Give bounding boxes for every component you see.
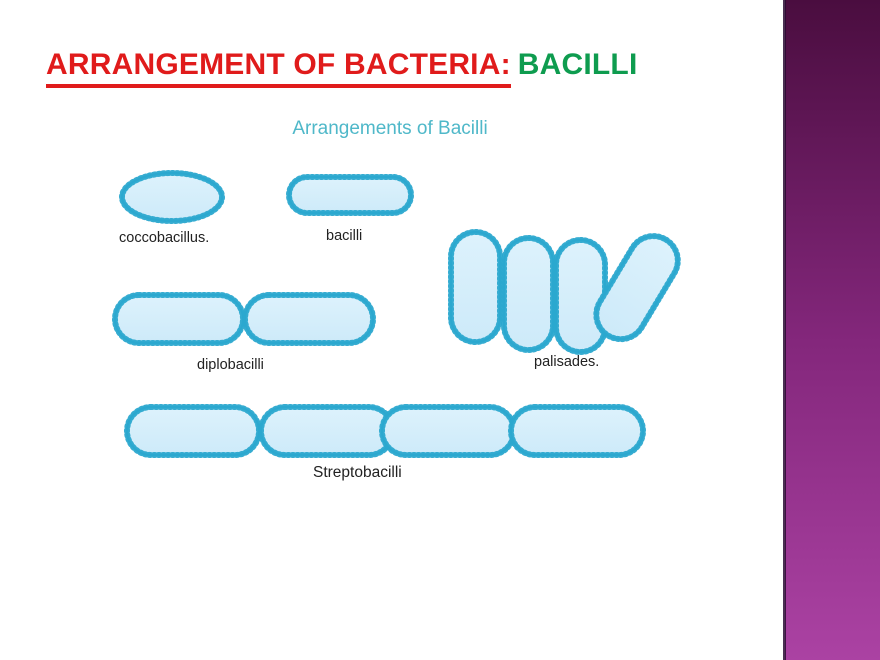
- label-coccobacillus: coccobacillus.: [119, 230, 210, 246]
- diagram-heading: Arrangements of Bacilli: [292, 118, 488, 139]
- label-palisades: palisades.: [534, 354, 600, 370]
- cell-group-palisades: [448, 229, 681, 355]
- label-diplobacilli: diplobacilli: [197, 357, 264, 373]
- purple-band-gradient: [785, 0, 880, 660]
- purple-band-edge: [783, 0, 786, 660]
- label-bacilli: bacilli: [326, 228, 363, 244]
- cell-group-streptobacilli: [124, 404, 646, 458]
- cell-bacilli: [286, 174, 414, 216]
- bacteria-shapes-svg: [112, 170, 681, 458]
- page-title-accent: BACILLI: [517, 48, 638, 81]
- cell-coccobacillus: [119, 170, 225, 224]
- label-streptobacilli: Streptobacilli: [313, 464, 402, 481]
- page-title-main: ARRANGEMENT OF BACTERIA:: [46, 48, 511, 88]
- cell-group-diplobacilli: [112, 292, 376, 346]
- page-title: ARRANGEMENT OF BACTERIA:BACILLI: [46, 48, 638, 88]
- purple-decorative-band: [783, 0, 880, 660]
- bacilli-diagram: Arrangements of Bacilli: [112, 118, 681, 481]
